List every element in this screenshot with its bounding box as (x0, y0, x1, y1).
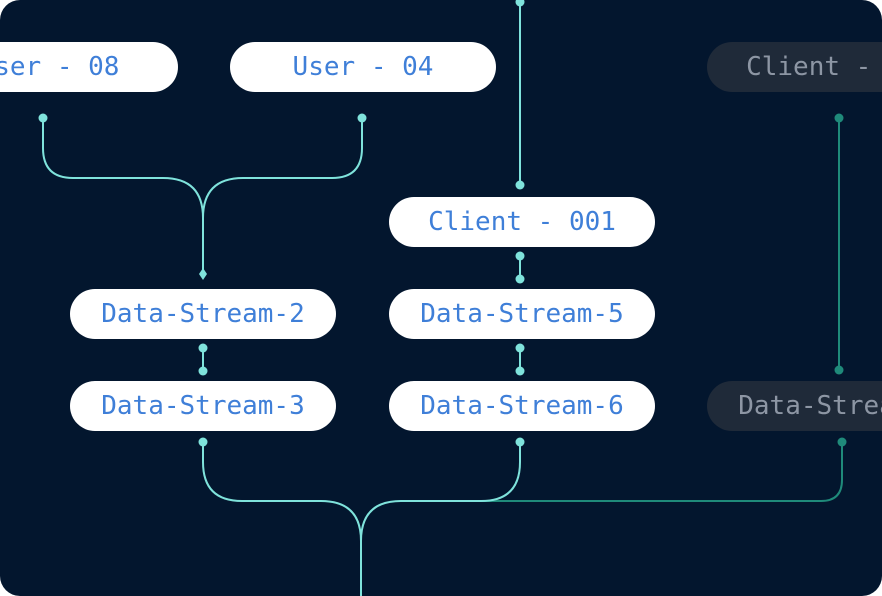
node-user-08[interactable]: User - 08 (0, 42, 178, 92)
node-data-stream-2[interactable]: Data-Stream-2 (70, 289, 336, 339)
arrow-diamond-icon (199, 268, 207, 280)
dim-connectors (482, 118, 843, 502)
node-data-stream-6[interactable]: Data-Stream-6 (389, 381, 655, 431)
node-data-stream-5[interactable]: Data-Stream-5 (389, 289, 655, 339)
node-data-stream-right[interactable]: Data-Stream-9 (707, 381, 882, 431)
node-client-001[interactable]: Client - 001 (389, 197, 655, 247)
node-client-right[interactable]: Client - 002 (707, 42, 882, 92)
dim-connector-dots (834, 113, 847, 447)
node-user-04[interactable]: User - 04 (230, 42, 496, 92)
bright-connector-dots (38, 0, 525, 447)
node-data-stream-3[interactable]: Data-Stream-3 (70, 381, 336, 431)
